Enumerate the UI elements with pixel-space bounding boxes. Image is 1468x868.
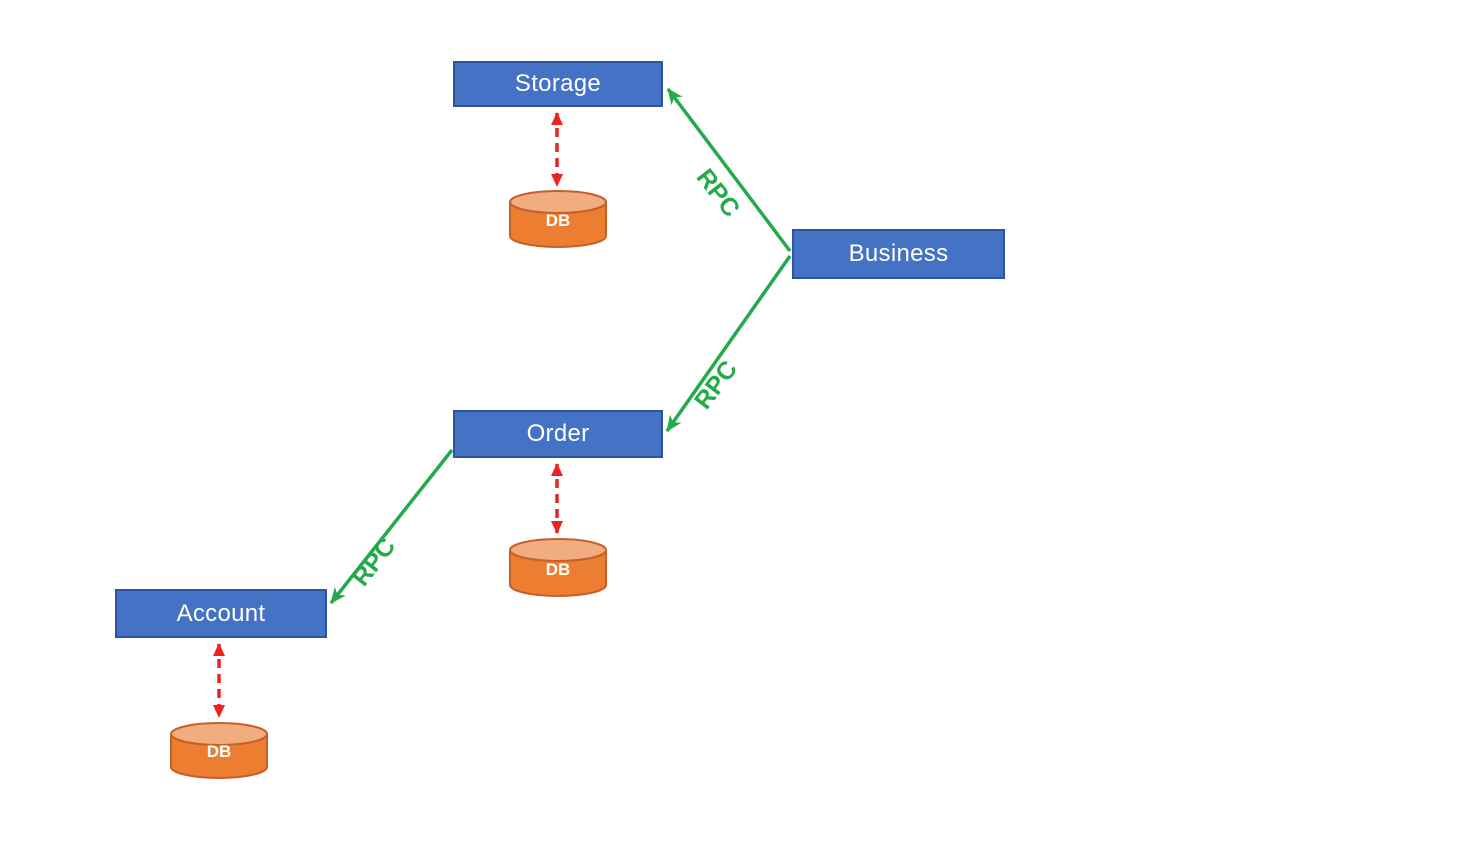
node-order-label: Order bbox=[526, 420, 590, 447]
node-business-label: Business bbox=[848, 240, 949, 267]
db-cylinder-order bbox=[509, 538, 607, 597]
node-business: Business bbox=[792, 229, 1005, 279]
db-label-storage: DB bbox=[545, 211, 571, 230]
db-label-account: DB bbox=[206, 742, 232, 761]
node-account-label: Account bbox=[176, 599, 266, 627]
db-cylinder-account bbox=[170, 722, 268, 779]
node-order: Order bbox=[453, 410, 663, 458]
db-cylinder-storage bbox=[509, 190, 607, 248]
node-storage-label: Storage bbox=[514, 70, 602, 97]
rpc-arrow-business-to-order bbox=[665, 254, 792, 433]
node-account: Account bbox=[115, 589, 327, 638]
db-label-order: DB bbox=[545, 560, 571, 579]
rpc-arrow-business-to-storage bbox=[666, 87, 792, 253]
node-storage: Storage bbox=[453, 61, 663, 107]
rpc-arrow-order-to-account bbox=[329, 448, 454, 605]
